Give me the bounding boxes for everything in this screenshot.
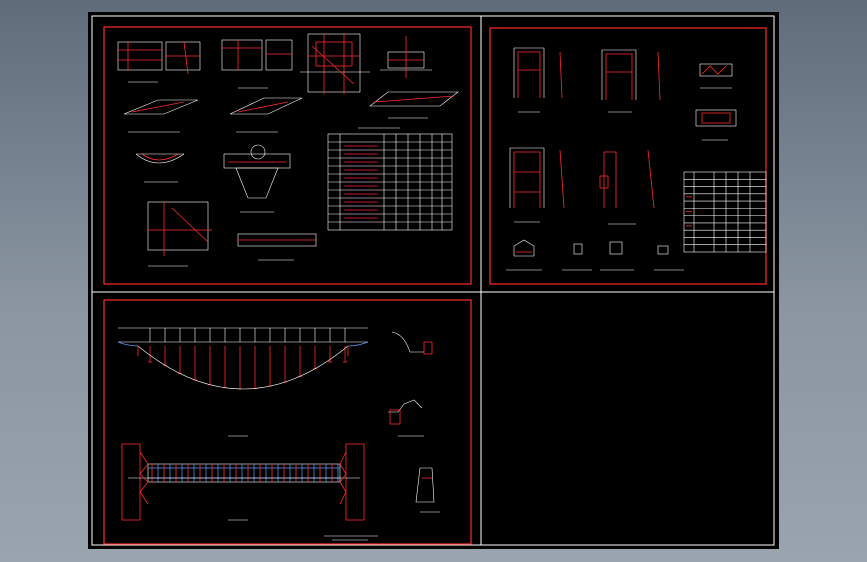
detail-arch-section [135, 153, 185, 183]
detail-small-parts [506, 239, 684, 271]
detail-anchor-profile [415, 467, 440, 513]
bridge-elevation [117, 327, 369, 437]
cad-viewport[interactable] [88, 12, 779, 549]
detail-frame-b [601, 49, 661, 113]
detail-elevation-a [117, 41, 201, 83]
cad-drawing [91, 15, 775, 546]
sheet-border-bottom-left [103, 299, 472, 545]
quantity-table-left [327, 127, 453, 231]
quantity-table-right [683, 171, 767, 253]
sheet-border-top-right [489, 27, 767, 285]
detail-corner-joint [147, 201, 212, 267]
detail-slab-1 [123, 99, 199, 133]
detail-frame-d [599, 149, 655, 225]
sheet-bottom-left [103, 299, 472, 545]
detail-cap-beam [699, 63, 733, 89]
sheet-top-left [103, 26, 472, 285]
bridge-plan [121, 443, 365, 521]
detail-deck-strip [237, 233, 317, 261]
detail-frame-c [509, 147, 565, 223]
detail-slab-2 [229, 97, 303, 133]
detail-frame-a [513, 47, 563, 113]
sheet-top-right [489, 27, 767, 285]
detail-bank-profile [388, 331, 433, 437]
detail-elevation-b [221, 39, 293, 89]
detail-beam-long [369, 91, 459, 119]
layout-frame [91, 15, 775, 546]
detail-abutment [223, 144, 291, 213]
detail-section-right [380, 36, 432, 78]
detail-cross-section [695, 109, 737, 141]
detail-anchor-block [300, 33, 370, 94]
sheet-border-top-left [103, 26, 472, 285]
title-block-notes [324, 535, 378, 541]
